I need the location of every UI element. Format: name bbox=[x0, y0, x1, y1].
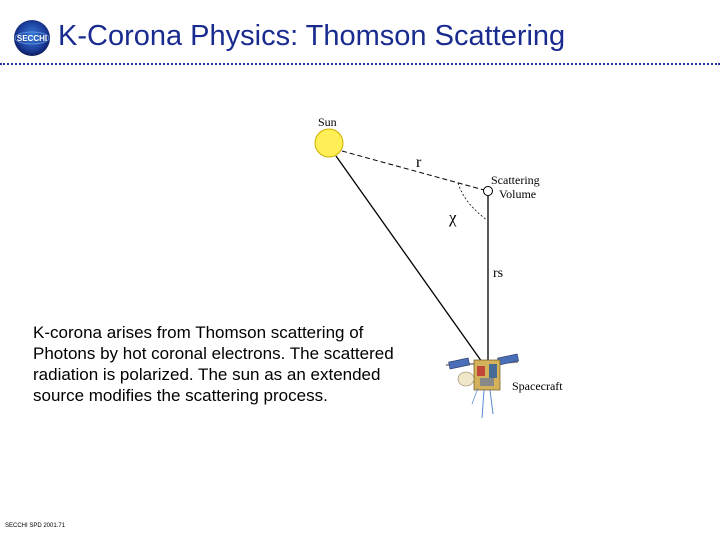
scattering-volume-icon bbox=[483, 186, 493, 196]
r-line bbox=[341, 150, 485, 191]
sun-label: Sun bbox=[318, 115, 337, 129]
spacecraft-icon bbox=[445, 353, 519, 419]
caption: K-corona arises from Thomson scattering … bbox=[33, 322, 453, 406]
spacecraft-label: Spacecraft bbox=[512, 379, 563, 393]
scattering-volume-label-1: Scattering bbox=[491, 173, 540, 187]
chi-arc bbox=[457, 182, 488, 221]
caption-line-4: source modifies the scattering process. bbox=[33, 386, 328, 405]
secchi-logo: SECCHI bbox=[12, 18, 52, 58]
page-title: K-Corona Physics: Thomson Scattering bbox=[58, 20, 566, 52]
logo-disc bbox=[14, 20, 50, 56]
scattering-volume-label-2: Volume bbox=[499, 187, 536, 201]
caption-line-1: K-corona arises from Thomson scattering … bbox=[33, 323, 364, 342]
caption-line-2: Photons by hot coronal electrons. The sc… bbox=[33, 344, 394, 363]
rs-label: rs bbox=[493, 266, 503, 281]
sun-icon bbox=[314, 128, 344, 158]
chi-label: χ bbox=[448, 208, 457, 227]
r-label: r bbox=[416, 154, 422, 171]
footer-text: SECCHI SPD 2001.71 bbox=[5, 523, 66, 529]
logo-text: SECCHI bbox=[17, 34, 47, 43]
sun-spacecraft-line bbox=[335, 155, 483, 363]
header-divider bbox=[0, 63, 720, 65]
caption-line-3: radiation is polarized. The sun as an ex… bbox=[33, 365, 381, 384]
